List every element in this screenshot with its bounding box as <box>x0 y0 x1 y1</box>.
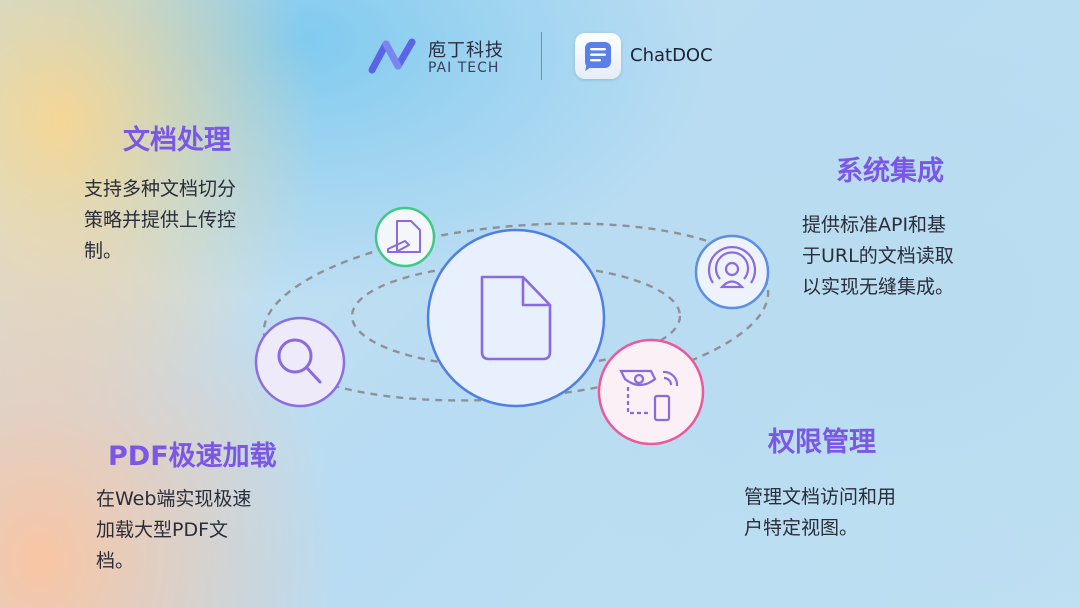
search-node <box>254 316 346 408</box>
desc-line: 支持多种文档切分 <box>84 178 237 200</box>
brand-name-cn: 庖丁科技 <box>428 40 504 61</box>
doc-edit-node <box>374 206 436 268</box>
document-edit-icon <box>387 220 421 253</box>
camera-phone-icon <box>619 369 679 422</box>
desc-line: 管理文档访问和用 <box>744 486 897 508</box>
product-name: ChatDOC <box>630 45 713 66</box>
center-document-node <box>426 228 606 408</box>
search-icon <box>277 338 322 384</box>
desc-line: 户特定视图。 <box>744 517 859 539</box>
desc-line: 制。 <box>84 240 123 262</box>
chatdoc-logo-icon <box>575 33 621 79</box>
pai-tech-logo-icon <box>368 38 416 74</box>
inner-orbit <box>350 262 682 370</box>
desc-line: 提供标准API和基 <box>802 214 947 236</box>
feature-title-pdf-loading: PDF极速加载 <box>108 441 277 472</box>
header-divider <box>541 32 542 80</box>
feature-title-permission: 权限管理 <box>768 427 876 458</box>
header: 庖丁科技 PAI TECH ChatDOC <box>0 28 1080 84</box>
permission-node <box>597 338 705 446</box>
desc-line: 于URL的文档读取 <box>802 245 954 267</box>
feature-desc-permission: 管理文档访问和用 户特定视图。 <box>744 482 984 544</box>
desc-line: 在Web端实现极速 <box>96 488 252 510</box>
desc-line: 档。 <box>96 550 135 572</box>
broadcast-person-icon <box>707 246 757 289</box>
feature-desc-doc-processing: 支持多种文档切分 策略并提供上传控 制。 <box>84 174 324 267</box>
document-icon <box>480 275 552 361</box>
feature-title-system-integration: 系统集成 <box>836 156 944 187</box>
desc-line: 策略并提供上传控 <box>84 209 237 231</box>
feature-desc-pdf-loading: 在Web端实现极速 加载大型PDF文 档。 <box>96 484 326 577</box>
desc-line: 以实现无缝集成。 <box>802 276 955 298</box>
desc-line: 加载大型PDF文 <box>96 519 229 541</box>
brand-name-en: PAI TECH <box>428 60 500 76</box>
feature-title-doc-processing: 文档处理 <box>123 125 231 156</box>
feature-desc-system-integration: 提供标准API和基 于URL的文档读取 以实现无缝集成。 <box>802 210 1032 303</box>
outer-orbit <box>262 222 770 402</box>
integration-node <box>694 234 770 310</box>
